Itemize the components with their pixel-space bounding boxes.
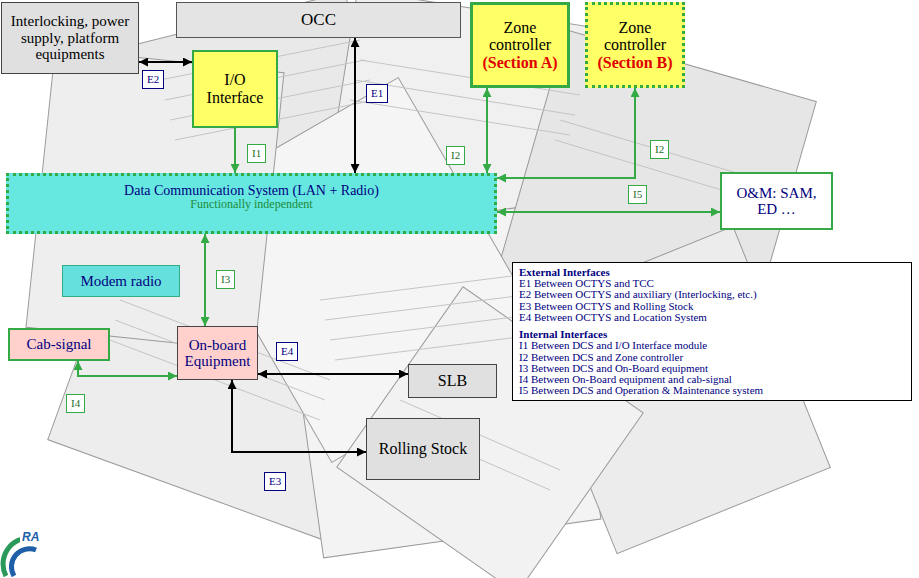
box-label: Interlocking, power supply, platform equ… <box>6 13 134 63</box>
box-label: Cab-signal <box>14 336 104 353</box>
system-box: Data Communication System (LAN + Radio)F… <box>6 173 497 234</box>
connector <box>497 88 635 178</box>
system-box: Interlocking, power supply, platform equ… <box>1 2 139 74</box>
interface-tag: E1 <box>366 84 388 103</box>
key-heading: Internal Interfaces <box>519 329 905 340</box>
box-label: (Section A) <box>477 54 563 72</box>
connector <box>497 211 720 213</box>
interface-tag: I5 <box>628 185 647 204</box>
interface-key-box: External InterfacesE1 Between OCTYS and … <box>512 262 912 401</box>
system-box: O&M: SAM, ED … <box>720 172 833 230</box>
connector <box>354 38 356 173</box>
box-label: Data Communication System (LAN + Radio) <box>13 183 490 198</box>
connector <box>139 61 192 63</box>
system-box: On-board Equipment <box>177 326 258 380</box>
interface-tag: I3 <box>216 270 235 289</box>
system-box: Cab-signal <box>8 328 110 361</box>
key-line: E3 Between OCTYS and Rolling Stock <box>519 301 905 312</box>
box-label: Modem radio <box>67 273 175 290</box>
box-label: On-board Equipment <box>182 337 253 370</box>
box-label: (Section B) <box>592 54 678 72</box>
key-line: I1 Between DCS and I/O Interface module <box>519 340 905 351</box>
box-label: I/O Interface <box>198 71 272 106</box>
interface-tag: E3 <box>264 472 286 491</box>
box-label: Zone controller <box>477 19 563 54</box>
connector <box>204 234 206 326</box>
box-label: SLB <box>413 372 492 390</box>
key-line: E2 Between OCTYS and auxiliary (Interloc… <box>519 289 905 300</box>
interface-tag: I2 <box>446 146 465 165</box>
interface-tag: E4 <box>276 342 298 361</box>
interface-tag: I2 <box>650 140 669 159</box>
box-label: Rolling Stock <box>371 440 475 458</box>
logo-text: RA <box>20 530 41 544</box>
box-label: OCC <box>181 11 456 30</box>
interface-tag: E2 <box>142 70 164 89</box>
connector <box>258 373 408 375</box>
connector <box>486 88 488 173</box>
connector <box>78 361 177 376</box>
interface-tag: I1 <box>247 144 266 163</box>
interface-tag: I4 <box>66 394 85 413</box>
key-line: E4 Between OCTYS and Location System <box>519 312 905 323</box>
system-box: I/O Interface <box>192 50 278 128</box>
system-box: Modem radio <box>62 265 180 297</box>
box-label: Functionally independent <box>13 198 490 211</box>
box-label: Zone controller <box>592 19 678 54</box>
system-box: Zone controller(Section B) <box>585 2 685 88</box>
key-line: I3 Between DCS and On-Board equipment <box>519 363 905 374</box>
system-box: Rolling Stock <box>366 418 480 480</box>
connector <box>232 380 366 452</box>
key-heading: External Interfaces <box>519 267 905 278</box>
key-line: E1 Between OCTYS and TCC <box>519 278 905 289</box>
key-line: I2 Between DCS and Zone controller <box>519 352 905 363</box>
system-box: SLB <box>408 364 497 398</box>
key-line: I4 Between On-Board equipment and cab-si… <box>519 374 905 385</box>
system-box: Zone controller(Section A) <box>470 2 570 88</box>
box-label: O&M: SAM, ED … <box>726 185 827 218</box>
connector <box>234 128 236 173</box>
system-box: OCC <box>176 2 461 38</box>
key-line: I5 Between DCS and Operation & Maintenan… <box>519 385 905 396</box>
